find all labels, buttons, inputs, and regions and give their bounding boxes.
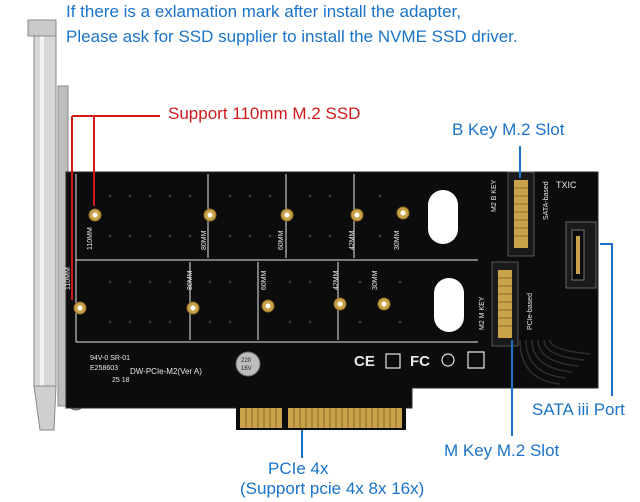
oval-cutout (434, 278, 464, 332)
header-line-1: If there is a exlamation mark after inst… (66, 2, 461, 21)
bottom-label-42: 42MM (333, 270, 340, 290)
pcie-edge-connector (236, 404, 406, 430)
pcie-support-label: (Support pcie 4x 8x 16x) (240, 479, 425, 498)
oval-cutout (428, 190, 458, 244)
ul-code-label: E258603 (90, 365, 118, 372)
leader-110mm (71, 115, 160, 300)
fc-mark: FC (410, 353, 430, 370)
model-label: DW-PCIe-M2(Ver A) (130, 367, 202, 376)
support-110mm-label: Support 110mm M.2 SSD (168, 104, 361, 123)
b-key-slot-label: B Key M.2 Slot (452, 120, 565, 139)
ce-mark: CE (354, 353, 375, 370)
b-key-slot (507, 171, 535, 257)
top-label-42: 42MM (349, 230, 356, 250)
brand-label: TXIC (556, 180, 577, 190)
top-label-80: 80MM (201, 230, 208, 250)
m-key-silk-label: M2 M KEY (479, 296, 486, 330)
top-row-mount-holes (88, 206, 410, 222)
bottom-row-mount-holes (73, 297, 391, 315)
b-key-silk-label: M2 B KEY (491, 179, 498, 212)
cap-value-label: 220 (241, 358, 252, 364)
top-label-60: 60MM (278, 230, 285, 250)
sata-port-label: SATA iii Port (532, 400, 625, 419)
pcb-board (65, 171, 599, 409)
m-key-slot-label: M Key M.2 Slot (444, 441, 560, 460)
pcie-based-silk-label: PCIe-based (527, 293, 534, 330)
bottom-label-30: 30MM (372, 270, 379, 290)
cap-volt-label: 16V (241, 366, 252, 372)
leader-sata (600, 243, 613, 396)
bottom-label-110: 110MM (65, 267, 72, 290)
m-key-slot (491, 261, 519, 347)
via-dots (108, 194, 402, 324)
sata-based-silk-label: SATA-based (543, 181, 550, 220)
rating-label: 94V-0 SR-01 (90, 355, 130, 362)
rohs-icon (441, 353, 455, 367)
date-label: 25 18 (112, 377, 130, 384)
bottom-label-80: 80MM (187, 270, 194, 290)
pcie-4x-label: PCIe 4x (268, 459, 329, 478)
pcb-traces (519, 339, 591, 385)
sata-port (565, 221, 597, 289)
top-label-30: 30MM (394, 230, 401, 250)
header-line-2: Please ask for SSD supplier to install t… (66, 27, 518, 46)
bottom-label-60: 60MM (261, 270, 268, 290)
top-label-110: 110MM (87, 227, 94, 250)
capacitor: 220 16V (235, 351, 261, 377)
trash-bin-icon (467, 351, 485, 369)
recycle-icon (385, 353, 401, 369)
